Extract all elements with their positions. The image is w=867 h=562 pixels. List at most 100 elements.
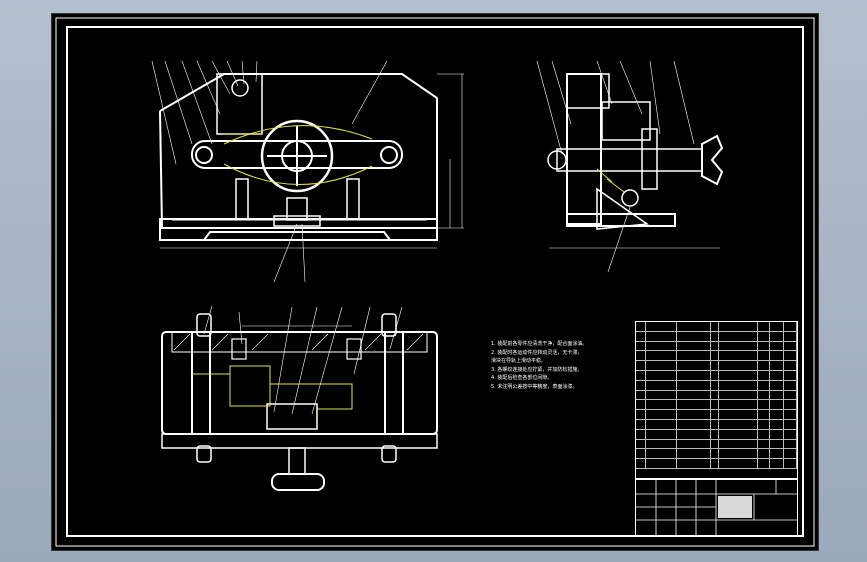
- table-cell: [677, 322, 712, 331]
- table-cell: [646, 361, 678, 370]
- front-base-recess: [203, 231, 391, 241]
- table-cell: [636, 351, 646, 361]
- side-leader-3: [596, 60, 613, 105]
- top-view: [161, 313, 438, 491]
- front-base: [159, 218, 438, 241]
- table-cell: [677, 370, 712, 380]
- top-hidden-motor: [229, 365, 271, 407]
- table-cell: [677, 439, 712, 449]
- table-cell: [719, 439, 759, 449]
- hatch-5: [364, 333, 382, 351]
- table-cell: [770, 380, 785, 390]
- table-cell: [758, 449, 771, 459]
- table-row: [636, 331, 797, 342]
- top-wheel-right-2: [381, 445, 397, 463]
- note-line: 5. 未注明公差按中等精度，表面涂漆。: [491, 383, 578, 390]
- leader-5: [211, 60, 231, 95]
- table-row: [636, 410, 797, 420]
- center-wheel: [260, 119, 334, 193]
- table-cell: [770, 341, 785, 351]
- table-row: [636, 361, 797, 371]
- table-cell: [770, 370, 785, 380]
- table-cell: [636, 449, 646, 459]
- table-cell: [758, 361, 771, 370]
- top-wheel-left-2: [196, 445, 212, 463]
- top-leader-2: [238, 311, 243, 345]
- table-cell: [719, 361, 759, 370]
- link-end-right: [380, 146, 398, 164]
- table-cell: [770, 449, 785, 459]
- top-hatch: [173, 333, 424, 351]
- table-cell: [719, 400, 759, 410]
- table-cell: [719, 410, 759, 419]
- table-row: [636, 439, 797, 450]
- table-cell: [636, 400, 646, 410]
- leader-9: [351, 60, 388, 125]
- leader-7: [241, 60, 245, 85]
- table-cell: [711, 351, 719, 361]
- table-cell: [677, 351, 712, 361]
- note-line: 2. 装配时各运动件应转动灵活，无卡滞，: [491, 349, 583, 356]
- table-cell: [784, 400, 797, 410]
- table-cell: [646, 429, 678, 439]
- table-row: [636, 351, 797, 362]
- table-cell: [758, 439, 771, 449]
- table-cell: [677, 380, 712, 390]
- table-cell: [784, 370, 797, 380]
- table-cell: [636, 380, 646, 390]
- side-end-wheel: [547, 150, 567, 170]
- side-motor: [601, 101, 651, 141]
- table-cell: [719, 390, 759, 400]
- table-cell: [646, 370, 678, 380]
- top-slot-left: [191, 331, 211, 435]
- table-row: [636, 459, 797, 469]
- top-leader-1: [203, 305, 213, 335]
- table-cell: [646, 439, 678, 449]
- side-leader-5: [649, 60, 661, 135]
- table-cell: [646, 400, 678, 410]
- outer-frame: [55, 17, 815, 547]
- table-cell: [677, 459, 712, 468]
- table-cell: [646, 459, 678, 468]
- table-cell: [636, 429, 646, 439]
- table-cell: [784, 341, 797, 351]
- table-cell: [677, 400, 712, 410]
- top-bar-hatch: [171, 331, 428, 353]
- table-cell: [711, 341, 719, 351]
- table-cell: [711, 390, 719, 400]
- table-row: [636, 370, 797, 381]
- table-cell: [784, 419, 797, 429]
- table-row: [636, 380, 797, 391]
- table-cell: [711, 400, 719, 410]
- table-cell: [711, 361, 719, 370]
- leader-11: [301, 223, 306, 283]
- leader-8: [255, 60, 258, 83]
- table-cell: [770, 439, 785, 449]
- top-leader-7: [389, 306, 403, 350]
- table-row: [636, 341, 797, 352]
- inner-frame: [66, 26, 804, 537]
- front-dimensions: [151, 60, 464, 283]
- leader-3: [181, 60, 213, 145]
- table-cell: [719, 419, 759, 429]
- table-row: [636, 429, 797, 440]
- table-row: [636, 400, 797, 411]
- table-cell: [636, 322, 646, 331]
- top-leader-6: [353, 306, 371, 375]
- table-cell: [711, 429, 719, 439]
- table-row: [636, 322, 797, 332]
- leader-1: [151, 60, 177, 165]
- table-cell: [646, 322, 678, 331]
- table-cell: [770, 331, 785, 341]
- table-cell: [770, 351, 785, 361]
- table-cell: [711, 410, 719, 419]
- title-block-grid: [636, 480, 797, 535]
- table-cell: [770, 400, 785, 410]
- table-cell: [646, 380, 678, 390]
- table-cell: [677, 449, 712, 459]
- table-cell: [636, 331, 646, 341]
- table-cell: [636, 370, 646, 380]
- belt-lower: [223, 163, 373, 185]
- table-cell: [770, 419, 785, 429]
- table-cell: [758, 341, 771, 351]
